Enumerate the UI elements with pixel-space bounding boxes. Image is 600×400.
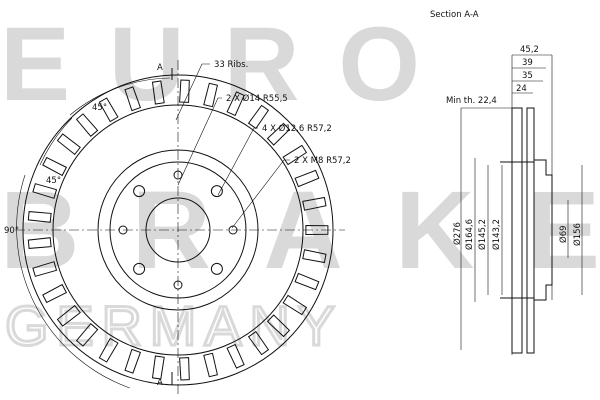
rib <box>179 79 190 103</box>
rib <box>98 97 119 123</box>
rib <box>203 82 218 108</box>
angle-label-1: 45° <box>92 103 107 113</box>
dim-width-2: 39 <box>522 58 533 68</box>
dim-dia-4: Ø143,2 <box>491 219 502 250</box>
dim-dia-hat: Ø156 <box>572 223 583 246</box>
rib <box>27 211 52 223</box>
bolt-holes-label-1: 2 X Ø14 R55,5 <box>226 93 288 104</box>
rib <box>124 86 142 112</box>
bolt-hole <box>133 185 146 198</box>
rib <box>302 249 327 264</box>
rib <box>179 357 190 381</box>
disc-front-view: A A 33 Ribs. 2 X Ø14 R55,5 4 X Ø12,6 R57… <box>4 60 351 395</box>
section-title: Section A-A <box>430 10 479 20</box>
rib <box>42 156 68 177</box>
rib <box>247 104 270 130</box>
rib <box>56 133 81 156</box>
ribs <box>27 79 329 381</box>
angle-label-2: 45° <box>46 176 61 186</box>
rib <box>151 80 165 105</box>
rib <box>305 224 329 236</box>
rib <box>32 261 58 277</box>
rib <box>56 304 81 327</box>
dim-width-total: 45,2 <box>520 45 539 55</box>
rib <box>75 113 99 138</box>
dim-min-thickness: Min th. 22,4 <box>446 96 497 106</box>
rib <box>98 337 119 363</box>
rib <box>151 355 165 380</box>
dim-width-3: 35 <box>522 71 533 81</box>
rib <box>266 314 291 338</box>
bolt-hole <box>133 262 146 275</box>
dim-dia-2: Ø164,6 <box>464 219 475 250</box>
rib <box>282 144 308 166</box>
watermark-euro: EURO <box>0 6 420 123</box>
section-marker-top: A <box>157 63 163 73</box>
section-marker-bottom: A <box>157 378 163 388</box>
rib <box>203 352 218 378</box>
rib <box>294 272 320 291</box>
rib <box>124 348 142 374</box>
rib <box>32 183 58 199</box>
angle-label-3: 90° <box>4 226 19 236</box>
bolt-holes-label-2: 4 X Ø12,6 R57,2 <box>262 123 332 134</box>
rib <box>27 237 52 249</box>
watermark-germany: GERMANY <box>5 294 335 357</box>
watermark: EURO BRAKE GERMANY <box>0 6 600 359</box>
rib <box>42 283 68 304</box>
dim-width-4: 24 <box>516 84 527 94</box>
bolt-holes-label-3: 2 X M8 R57,2 <box>294 156 351 166</box>
rib <box>226 91 245 117</box>
bolt-holes <box>118 170 238 290</box>
rib <box>247 330 270 356</box>
rib <box>75 322 99 347</box>
ribs-label: 33 Ribs. <box>214 60 248 70</box>
section-view: Section A-A 45,2 39 35 24 Min th. 22,4 Ø… <box>430 10 583 355</box>
rib <box>294 169 320 188</box>
bolt-hole <box>210 262 223 275</box>
rib <box>266 122 291 146</box>
dim-dia-center: Ø69 <box>558 225 569 243</box>
bolt-hole <box>210 185 223 198</box>
dim-dia-3: Ø145,2 <box>477 219 488 250</box>
rib <box>302 196 327 211</box>
dim-dia-outer: Ø276 <box>452 222 463 245</box>
rib <box>282 294 308 316</box>
rib <box>226 343 245 369</box>
